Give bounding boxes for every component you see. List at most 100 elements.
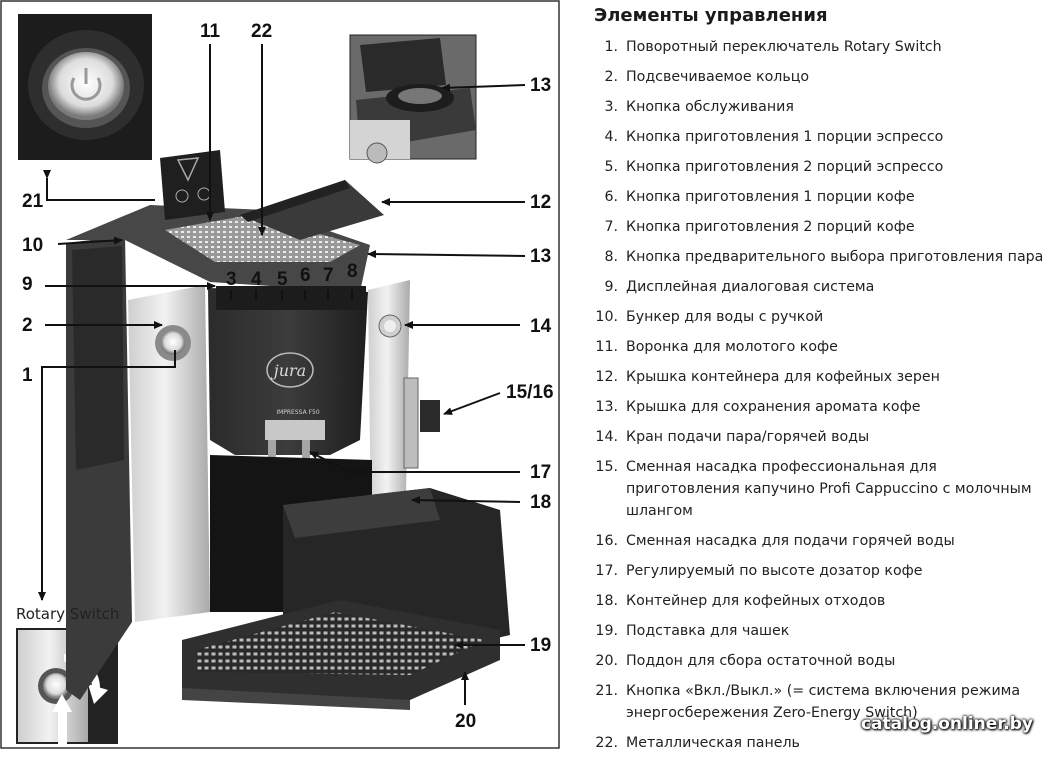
legend-item: 21.Кнопка «Вкл./Выкл.» (= система включе… xyxy=(594,680,1053,724)
legend-item: 18.Контейнер для кофейных отходов xyxy=(594,590,1053,612)
leader-lines xyxy=(38,44,526,705)
callout-22: 22 xyxy=(251,21,273,42)
legend-item: 5. Кнопка приготовления 2 порций эспрессо xyxy=(594,156,1053,178)
legend-title: Элементы управления xyxy=(594,5,828,26)
legend-number: 11. xyxy=(595,339,618,355)
legend-number: 2. xyxy=(604,69,618,85)
brand-logo xyxy=(266,352,314,388)
callout-8: 8 xyxy=(347,261,358,282)
callout-21: 21 xyxy=(22,191,44,212)
legend-item: 7. Кнопка приготовления 2 порций кофе xyxy=(594,216,1053,238)
legend-panel: Элементы управления 1. Поворотный переклю… xyxy=(594,0,1053,751)
legend-number: 10. xyxy=(595,309,618,325)
legend-text: Кнопка приготовления 1 порции эспрессо xyxy=(626,129,944,145)
leader-17 xyxy=(309,451,520,473)
legend-item: 3. Кнопка обслуживания xyxy=(594,96,1053,118)
machine-body xyxy=(66,150,510,710)
callout-19: 19 xyxy=(530,635,552,656)
legend-number: 22. xyxy=(595,735,618,751)
callout-10: 10 xyxy=(22,235,44,256)
legend-item: 22. Металлическая панель xyxy=(594,732,1053,754)
leader-18 xyxy=(411,496,521,505)
coffee-machine-illustration: jura IMPRESSA F50 xyxy=(0,0,560,749)
callout-20: 20 xyxy=(455,711,477,732)
callout-3: 3 xyxy=(226,269,237,290)
brand-logo-text: jura xyxy=(271,361,306,380)
rotary-switch-label: Rotary Switch xyxy=(16,605,120,623)
callout-7: 7 xyxy=(323,265,334,286)
legend-text: Кнопка приготовления 2 порций кофе xyxy=(626,219,915,235)
legend-item: 4.Кнопка приготовления 1 порции эспрессо xyxy=(594,126,1053,148)
watermark: catalog.onliner.by xyxy=(860,714,1033,734)
model-label: IMPRESSA F50 xyxy=(276,409,320,416)
callout-4: 4 xyxy=(251,269,262,290)
legend-item: 16. Сменная насадка для подачи горячей во… xyxy=(594,530,1053,552)
legend-number: 15. xyxy=(595,459,618,475)
legend-item: 17. Регулируемый по высоте дозатор кофе xyxy=(594,560,1053,582)
legend-text: Сменная насадка для подачи горячей воды xyxy=(626,533,955,549)
callout-14: 14 xyxy=(530,316,552,337)
callout-2: 2 xyxy=(22,315,33,336)
callout-18: 18 xyxy=(530,492,552,513)
callout-6: 6 xyxy=(300,265,311,286)
legend-text: Сменная насадка профессиональная для при… xyxy=(626,459,1032,519)
legend-number: 6. xyxy=(604,189,618,205)
legend-item: 12.Крышка контейнера для кофейных зерен xyxy=(594,366,1053,388)
callout-12: 12 xyxy=(530,192,552,213)
legend-item: 11. Воронка для молотого кофе xyxy=(594,336,1053,358)
legend-item: 15. Сменная насадка профессиональная для … xyxy=(594,456,1053,522)
legend-number: 16. xyxy=(595,533,618,549)
legend-number: 13. xyxy=(595,399,618,415)
legend-item: 8. Кнопка предварительного выбора пригото… xyxy=(594,246,1053,268)
legend-text: Контейнер для кофейных отходов xyxy=(626,593,886,609)
legend-item: 9.Дисплейная диалоговая система xyxy=(594,276,1053,298)
legend-number: 17. xyxy=(595,563,618,579)
aroma-lid-inset xyxy=(349,34,477,164)
power-icon xyxy=(70,77,102,101)
legend-number: 12. xyxy=(595,369,618,385)
callout-1: 1 xyxy=(22,365,33,386)
legend-text: Кнопка предварительного выбора приготовл… xyxy=(626,249,1044,265)
callout-17: 17 xyxy=(530,462,552,483)
legend-text: Кран подачи пара/горячей воды xyxy=(626,429,870,445)
legend-number: 1. xyxy=(604,39,618,55)
legend-text: Поворотный переключатель Rotary Switch xyxy=(626,39,942,55)
legend-item: 1. Поворотный переключатель Rotary Switch xyxy=(594,36,1053,58)
legend-item: 6.Кнопка приготовления 1 порции кофе xyxy=(594,186,1053,208)
legend-item: 2. Подсвечиваемое кольцо xyxy=(594,66,1053,88)
legend-number: 3. xyxy=(604,99,618,115)
legend-text: Воронка для молотого кофе xyxy=(626,339,838,355)
legend-number: 5. xyxy=(604,159,618,175)
callout-13-top: 13 xyxy=(530,75,552,96)
legend-text: Кнопка «Вкл./Выкл.» (= система включения… xyxy=(626,683,1021,721)
callout-15-16: 15/16 xyxy=(506,382,554,403)
legend-text: Регулируемый по высоте дозатор кофе xyxy=(626,563,923,579)
legend-text: Кнопка приготовления 2 порций эспрессо xyxy=(626,159,944,175)
leader-13b xyxy=(367,250,526,259)
legend-item: 10.Бункер для воды с ручкой xyxy=(594,306,1053,328)
legend-text: Кнопка обслуживания xyxy=(626,99,794,115)
legend-item: 13. Крышка для сохранения аромата кофе xyxy=(594,396,1053,418)
legend-text: Металлическая панель xyxy=(626,735,800,751)
leader-10 xyxy=(57,236,123,245)
power-button-inset xyxy=(18,14,152,160)
leader-15-16 xyxy=(443,392,501,415)
callout-11: 11 xyxy=(200,21,221,42)
legend-item: 20.Поддон для сбора остаточной воды xyxy=(594,650,1053,672)
figure-frame xyxy=(0,0,560,749)
legend-number: 19. xyxy=(595,623,618,639)
legend-text: Подсвечиваемое кольцо xyxy=(626,69,810,85)
coffee-machine-figure: jura IMPRESSA F50 21 10 11 22 12 13 13 9… xyxy=(0,0,560,749)
legend-text: Крышка для сохранения аромата кофе xyxy=(626,399,921,415)
legend-number: 7. xyxy=(604,219,618,235)
legend-text: Поддон для сбора остаточной воды xyxy=(626,653,896,669)
legend-text: Дисплейная диалоговая система xyxy=(626,279,875,295)
leader-21 xyxy=(43,170,155,201)
callout-9: 9 xyxy=(22,274,33,295)
legend-item: 19. Подставка для чашек xyxy=(594,620,1053,642)
legend-list: 1. Поворотный переключатель Rotary Switch… xyxy=(594,36,1053,762)
legend-text: Подставка для чашек xyxy=(626,623,790,639)
leader-13a xyxy=(441,83,526,92)
legend-number: 8. xyxy=(604,249,618,265)
callout-13: 13 xyxy=(530,246,552,267)
